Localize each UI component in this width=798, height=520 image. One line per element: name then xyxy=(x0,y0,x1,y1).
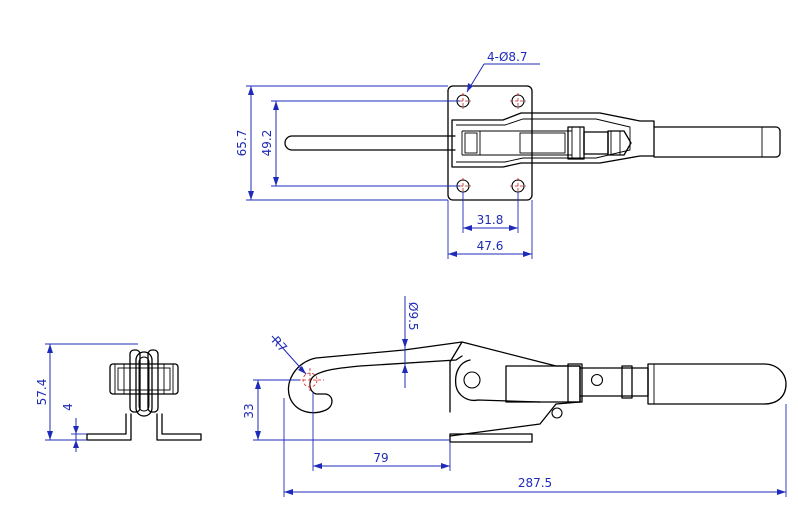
top-nut xyxy=(567,126,585,160)
end-view: 57.4 4 xyxy=(35,343,202,452)
top-rod xyxy=(284,135,456,151)
hook-offset-label: 79 xyxy=(373,451,388,465)
height-outer-label: 65.7 xyxy=(235,130,249,157)
width-inner-label: 31.8 xyxy=(477,213,504,227)
top-handle xyxy=(653,126,781,158)
holes-dimension-label: 4-Ø8.7 xyxy=(487,50,528,64)
side-base xyxy=(449,433,533,443)
top-base-plate xyxy=(447,85,533,201)
top-view: 4-Ø8.7 65.7 49.2 31.8 47.6 xyxy=(235,50,781,259)
width-outer-label: 47.6 xyxy=(477,239,504,253)
side-height-label: 57.4 xyxy=(35,379,49,406)
side-view: R7 Ø9.5 33 79 287.5 xyxy=(242,296,787,497)
side-pivot-hole xyxy=(463,371,481,389)
hook-height-label: 33 xyxy=(242,403,256,418)
side-hook-arm xyxy=(287,341,463,414)
pin-diameter-label: Ø9.5 xyxy=(406,302,420,331)
top-mounting-holes xyxy=(455,93,526,194)
top-bolt-head xyxy=(607,130,632,156)
side-base-label: 4 xyxy=(61,403,75,411)
top-body-frame xyxy=(451,112,655,168)
side-handle xyxy=(647,363,787,405)
end-roller xyxy=(135,351,153,417)
side-main-link xyxy=(449,341,581,437)
height-inner-label: 49.2 xyxy=(260,130,274,157)
end-base-bracket xyxy=(86,413,132,441)
overall-length-label: 287.5 xyxy=(518,476,552,490)
